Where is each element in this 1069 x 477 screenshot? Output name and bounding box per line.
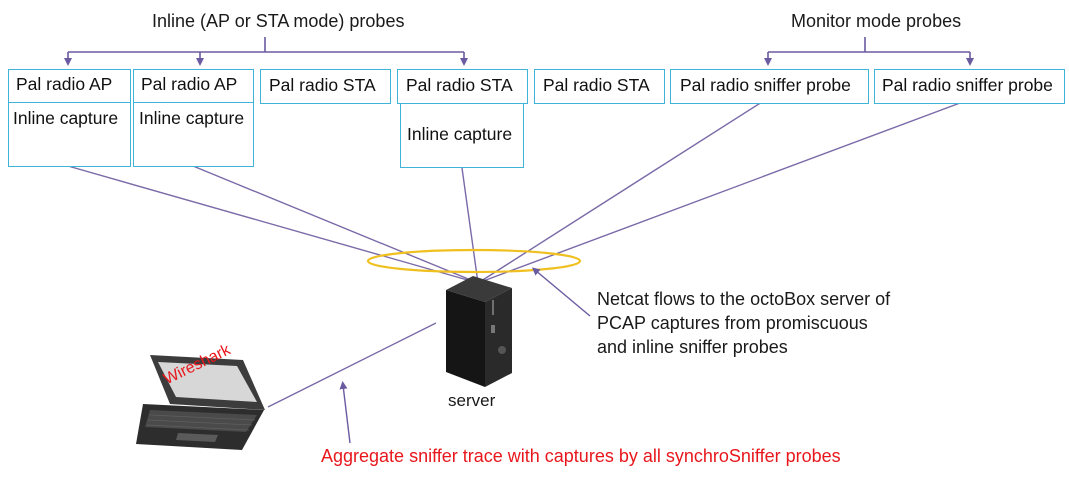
server-icon bbox=[446, 276, 512, 387]
netcat-note-line-3: and inline sniffer probes bbox=[597, 337, 788, 357]
probe-label: Pal radio STA bbox=[406, 75, 513, 95]
inline-capture-box-sta-2: Inline capture bbox=[400, 104, 524, 168]
probe-box-ap-2: Pal radio AP Inline capture bbox=[133, 69, 254, 167]
probe-label: Pal radio AP bbox=[141, 74, 238, 94]
probe-capture-label: Inline capture bbox=[407, 124, 513, 144]
netcat-note-line-2: PCAP captures from promiscuous bbox=[597, 313, 868, 333]
server-label: server bbox=[448, 391, 496, 410]
aggregate-pointer bbox=[339, 381, 351, 444]
monitor-bracket bbox=[764, 37, 974, 66]
probe-box-sniffer-1: Pal radio sniffer probe bbox=[670, 69, 869, 104]
probe-connectors bbox=[67, 99, 969, 284]
probe-box-sta-1: Pal radio STA bbox=[260, 69, 391, 104]
probe-label: Pal radio sniffer probe bbox=[882, 75, 1053, 95]
aggregation-ring bbox=[366, 248, 582, 274]
note-pointer bbox=[531, 267, 591, 317]
probe-box-sta-3: Pal radio STA bbox=[534, 69, 665, 104]
probe-label: Pal radio AP bbox=[16, 74, 113, 94]
probe-box-sniffer-2: Pal radio sniffer probe bbox=[874, 69, 1065, 104]
netcat-note-line-1: Netcat flows to the octoBox server of bbox=[597, 289, 891, 309]
monitor-probes-header: Monitor mode probes bbox=[791, 11, 962, 31]
probe-label: Pal radio sniffer probe bbox=[680, 75, 851, 95]
probe-label: Pal radio STA bbox=[543, 75, 650, 95]
inline-probes-header: Inline (AP or STA mode) probes bbox=[152, 11, 405, 31]
probe-capture-label: Inline capture bbox=[139, 108, 245, 128]
probe-box-sta-2: Pal radio STA bbox=[397, 69, 528, 104]
laptop-icon bbox=[136, 355, 265, 450]
probe-label: Pal radio STA bbox=[269, 75, 376, 95]
probe-box-ap-1: Pal radio AP Inline capture bbox=[8, 69, 131, 167]
probe-capture-label: Inline capture bbox=[13, 108, 119, 128]
laptop-server-link bbox=[267, 322, 437, 408]
aggregate-note: Aggregate sniffer trace with captures by… bbox=[321, 446, 841, 466]
inline-bracket bbox=[64, 37, 468, 66]
